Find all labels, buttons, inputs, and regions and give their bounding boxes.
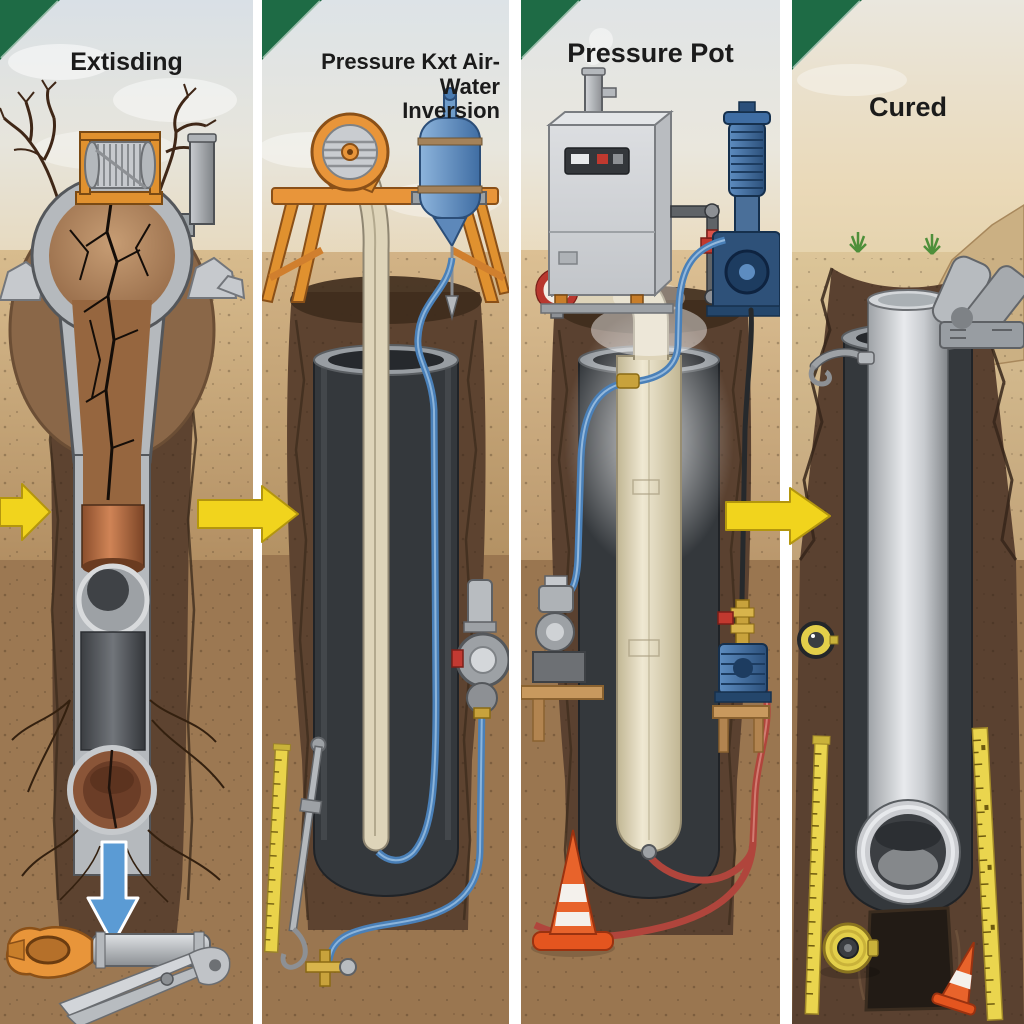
panel-existing: Extisding: [0, 0, 253, 1024]
corner-fold-edge: [0, 0, 59, 59]
air-hose: [322, 257, 486, 973]
panel-pressure-pot-title: Pressure Pot: [567, 38, 734, 68]
panel-cured-title: Cured: [868, 92, 947, 122]
cable-winch: [75, 131, 163, 205]
corner-fold-edge: [262, 0, 321, 59]
boiler-cabinet: [540, 28, 674, 314]
cable-reel: [310, 112, 390, 194]
cracks: [69, 195, 151, 501]
cutting-tool: [280, 736, 327, 970]
valve-manifold: [451, 579, 509, 719]
water-hose: [559, 236, 726, 602]
inflated-liner: [616, 355, 682, 853]
surface-equipment: [931, 255, 1024, 349]
cloud: [797, 64, 907, 96]
panel-inversion-art: [262, 0, 509, 1024]
measuring-tape-right: [971, 727, 1004, 1022]
pipe-wall-highlight: [321, 368, 451, 840]
pipe-interior: [72, 300, 152, 455]
cracked-pipe-face: [49, 193, 175, 319]
down-arrow-icon: [86, 840, 140, 946]
power-cable: [739, 307, 754, 603]
panel-pressure-pot-art: [521, 0, 780, 1024]
hook-tool: [808, 347, 875, 387]
traffic-cone: [531, 829, 615, 957]
panel-existing-art: [0, 0, 253, 1024]
corner-fold-edge: [792, 0, 861, 69]
shears-tool: [58, 946, 231, 1024]
circulation-pump: [706, 101, 780, 317]
pipe-opening-with-roots: [67, 745, 157, 835]
panel-cured: Cured: [792, 0, 1024, 1024]
recirculation-pump: [521, 575, 604, 742]
measuring-stick: [263, 743, 292, 954]
tape-measure-reel: [820, 922, 880, 979]
small-cone: [931, 941, 977, 1016]
inspection-gadget: [797, 621, 839, 659]
panel-pressure-pot: Pressure Pot: [521, 0, 780, 1024]
panel-inversion-title: Pressure Kxt Air- Water Inversion: [321, 49, 500, 124]
cured-pipe: [855, 289, 961, 905]
title-line-1: Pressure Kxt Air-: [321, 49, 500, 74]
dead-tree-branches: [0, 79, 217, 207]
broken-pipe-segment: [76, 504, 150, 637]
corner-fold-edge: [521, 0, 580, 59]
brass-valve: [305, 949, 357, 987]
panel-cured-art: [792, 0, 1024, 1024]
resin-tank: [411, 87, 487, 321]
inversion-pump: [712, 599, 772, 753]
title-line-2: Water: [439, 73, 500, 99]
grass-tufts: [849, 232, 941, 255]
panel-inversion: Pressure Kxt Air- Water Inversion: [262, 0, 509, 1024]
title-line-3: Inversion: [402, 98, 500, 124]
lower-pipe: [80, 631, 146, 751]
panel-existing-title: Extisding: [70, 48, 183, 76]
root-intrusion: [11, 699, 225, 903]
measuring-tape-left: [804, 735, 831, 1015]
